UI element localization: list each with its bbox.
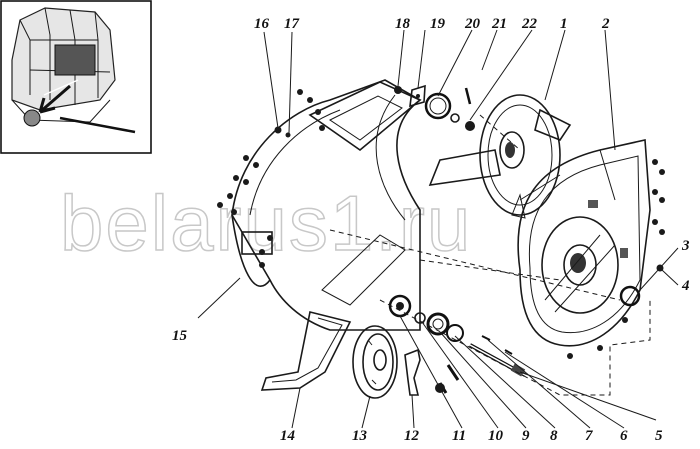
callout-21: 21 [491,16,507,32]
callout-18: 18 [395,16,411,32]
callout-11: 11 [452,428,466,444]
callout-5: 5 [655,428,663,444]
discharge-chute [260,311,352,391]
pulley-key [404,348,421,396]
callout-20: 20 [464,16,481,32]
leader-lines [197,29,679,429]
fan-impeller [428,94,572,219]
assembly-lines [329,114,651,396]
circlip-ring [619,285,641,307]
hub-fasteners [394,84,475,131]
cover-bolts [567,159,665,359]
housing-bolts [217,89,325,215]
left-housing [231,79,422,331]
callout-4: 4 [681,278,690,294]
callout-15: 15 [172,328,188,344]
callout-13: 13 [352,428,368,444]
callout-1: 1 [560,16,568,32]
callout-9: 9 [522,428,530,444]
pulley [352,325,398,399]
callout-16: 16 [254,16,270,32]
machine-overview-inset [0,0,152,154]
callout-3: 3 [681,238,690,254]
callout-2: 2 [601,16,610,32]
callout-10: 10 [488,428,504,444]
callout-7: 7 [585,428,593,444]
callout-22: 22 [521,16,538,32]
callout-12: 12 [404,428,420,444]
shaft-assembly [388,294,526,377]
callout-8: 8 [550,428,558,444]
callout-6: 6 [620,428,628,444]
callout-14: 14 [280,428,296,444]
callout-17: 17 [284,16,300,32]
callout-labels: 16 17 18 19 20 21 22 1 2 3 4 5 6 7 8 9 1… [172,16,690,444]
callout-19: 19 [430,16,446,32]
side-cover-plate [517,139,651,347]
